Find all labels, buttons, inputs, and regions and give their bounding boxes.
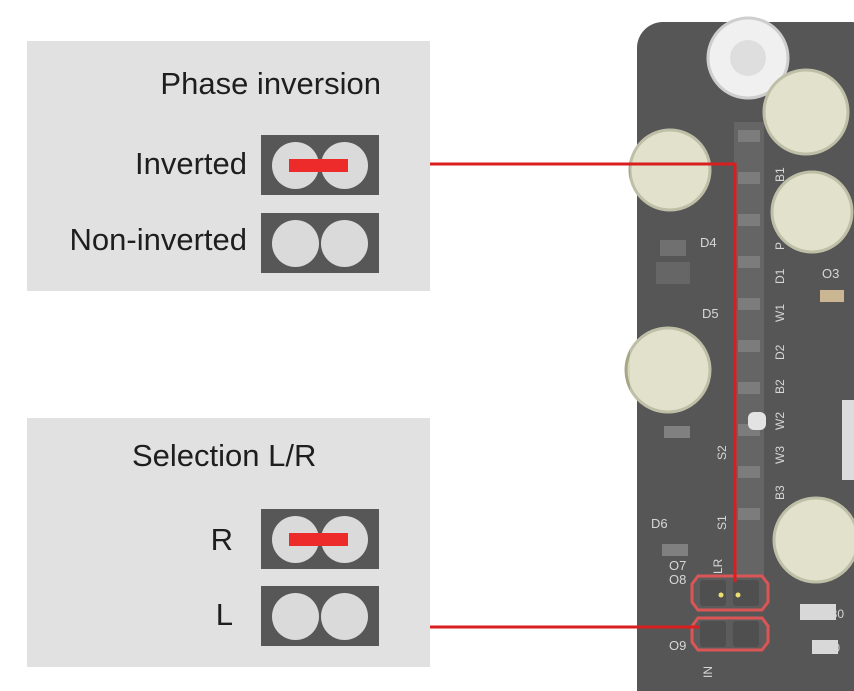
silkscreen-label: LR [711,558,725,574]
silkscreen-label: W2 [773,412,787,430]
board-jumper-lower [690,616,770,652]
board-jumper-upper [690,574,770,612]
non-inverted-label: Non-inverted [69,222,247,257]
photo-fade [630,0,854,691]
jumper-bridge-icon [289,159,348,172]
silkscreen-label: 180 [824,607,844,621]
silkscreen-label: B2 [773,379,787,394]
selection-lr-panel: Selection L/R R L [27,418,430,667]
smd-components [656,240,844,654]
jumper-pin-icon [321,593,368,640]
silkscreen-label: D5 [702,306,719,321]
silkscreen-label: D1 [773,268,787,284]
l-label: L [215,597,233,632]
silkscreen-label: W3 [773,446,787,464]
silkscreen-label: D6 [651,516,668,531]
non-inverted-jumper-icon [261,213,379,273]
selection-lr-title: Selection L/R [132,438,317,473]
jumper-bridge-icon [289,533,348,546]
silkscreen-label: D2 [773,344,787,360]
silkscreen-label: B1 [773,167,787,182]
silkscreen-label: O8 [669,572,686,587]
r-jumper-icon [261,509,379,569]
phase-inversion-panel: Phase inversion Inverted Non-inverted [27,41,430,291]
silkscreen-label: P [773,242,787,250]
jumper-pin-icon [272,220,319,267]
silkscreen-label: W1 [773,304,787,322]
silkscreen-label: O9 [669,638,686,653]
silkscreen-label: B3 [773,485,787,500]
silkscreen-column: B1 P D1 W1 D2 B2 W2 W3 B3 S2 S1 LR IN 18… [701,167,844,678]
silkscreen-label: 100 [820,641,840,655]
silkscreen-labels: D4 D5 D6 O3 O7 O8 O9 [651,235,839,653]
capacitors [624,16,854,584]
connector-line-phase [430,162,737,582]
inverted-label: Inverted [134,146,247,181]
silkscreen-label: O7 [669,558,686,573]
silkscreen-label: S2 [715,445,729,460]
l-jumper-icon [261,586,379,646]
jumper-pin-icon [272,593,319,640]
phase-inversion-title: Phase inversion [160,66,381,101]
silkscreen-label: S1 [715,515,729,530]
header-strip [734,122,764,582]
inverted-jumper-icon [261,135,379,195]
silkscreen-label: O3 [822,266,839,281]
r-label: R [210,522,233,557]
jumper-pin-icon [321,220,368,267]
silkscreen-label: IN [701,666,715,678]
silkscreen-label: D4 [700,235,717,250]
